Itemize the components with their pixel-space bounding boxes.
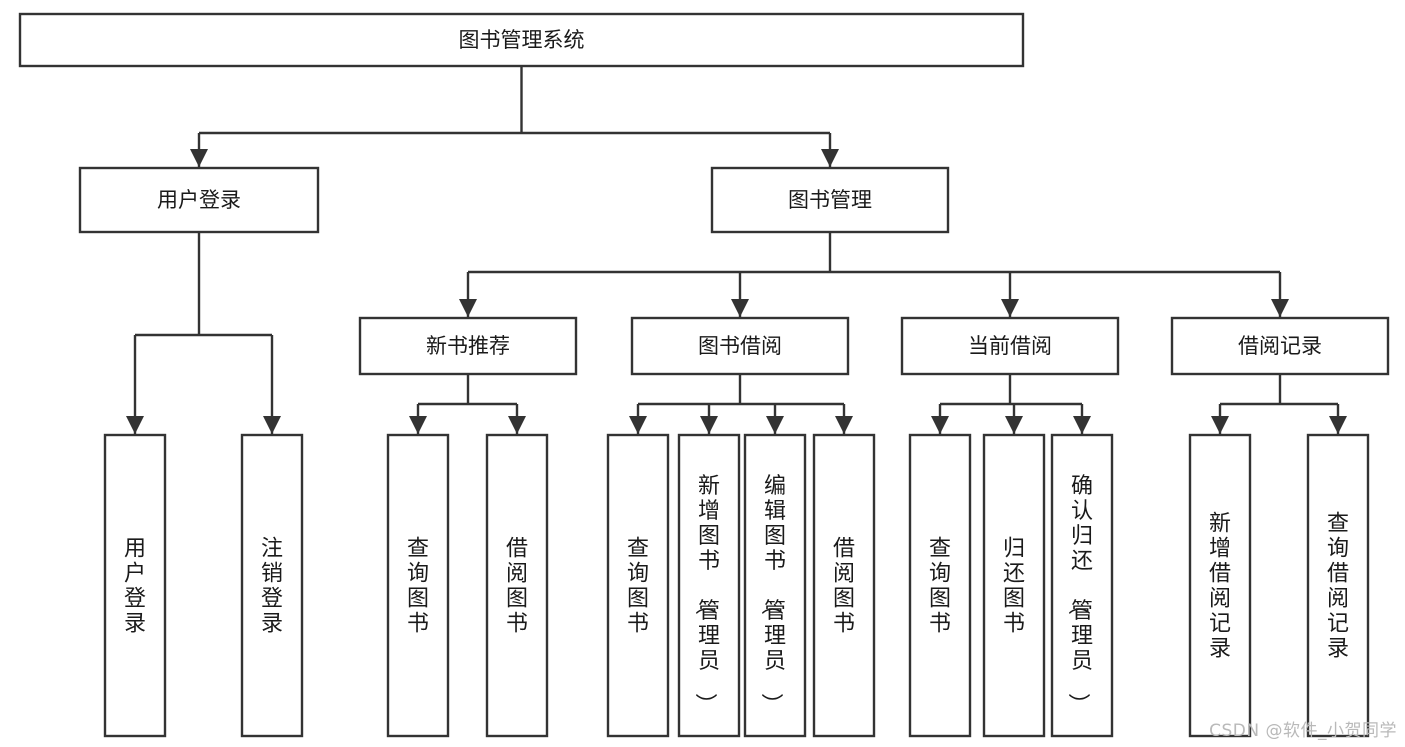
node-borrow-record-label: 借阅记录	[1238, 334, 1322, 358]
new-book-recommend-arrow-1	[508, 416, 526, 434]
node-leaf-query-book-rec-label: 查询图书	[407, 537, 429, 637]
node-user-login-rect	[78, 166, 320, 234]
node-layer: 图书管理系统用户登录图书管理新书推荐图书借阅当前借阅借阅记录用户登录注销登录查询…	[18, 12, 1390, 738]
node-book-manage-rect	[710, 166, 950, 234]
node-new-book-recommend[interactable]: 新书推荐	[358, 316, 578, 376]
node-new-book-recommend-label: 新书推荐	[426, 334, 510, 358]
borrow-record-arrow-1	[1329, 416, 1347, 434]
book-manage-arrow-2	[1001, 299, 1019, 317]
node-leaf-query-book-borrow-rect	[606, 433, 670, 738]
book-borrow-arrow-0	[629, 416, 647, 434]
current-borrow-arrow-2	[1073, 416, 1091, 434]
node-leaf-borrow-book-label: 借阅图书	[833, 537, 855, 637]
node-user-login-label: 用户登录	[157, 188, 241, 212]
node-borrow-record-rect	[1170, 316, 1390, 376]
current-borrow-arrow-1	[1005, 416, 1023, 434]
node-leaf-return-book-label: 归还图书	[1003, 537, 1025, 637]
connector-layer	[126, 66, 1347, 434]
user-login-arrow-0	[126, 416, 144, 434]
node-leaf-borrow-book-rec-rect	[485, 433, 549, 738]
node-leaf-confirm-return-label: 确认归还（管理员）	[1065, 474, 1093, 715]
node-borrow-record[interactable]: 借阅记录	[1170, 316, 1390, 376]
node-leaf-borrow-book[interactable]: 借阅图书	[812, 433, 876, 738]
node-current-borrow-label: 当前借阅	[968, 334, 1052, 358]
book-manage-arrow-3	[1271, 299, 1289, 317]
node-leaf-user-login-rect	[103, 433, 167, 738]
node-leaf-edit-book[interactable]: 编辑图书（管理员）	[743, 433, 807, 738]
book-borrow-arrow-3	[835, 416, 853, 434]
book-manage-arrow-1	[731, 299, 749, 317]
node-leaf-query-book-rec-rect	[386, 433, 450, 738]
node-leaf-add-record[interactable]: 新增借阅记录	[1188, 433, 1252, 738]
node-leaf-query-book-borrow-label: 查询图书	[627, 537, 649, 637]
node-current-borrow[interactable]: 当前借阅	[900, 316, 1120, 376]
root-arrow-0	[190, 149, 208, 167]
node-leaf-user-logout-rect	[240, 433, 304, 738]
borrow-record-arrow-0	[1211, 416, 1229, 434]
node-leaf-add-book[interactable]: 新增图书（管理员）	[677, 433, 741, 738]
node-leaf-query-book-cur-label: 查询图书	[929, 537, 951, 637]
node-leaf-add-record-rect	[1188, 433, 1252, 738]
node-book-borrow[interactable]: 图书借阅	[630, 316, 850, 376]
node-leaf-return-book[interactable]: 归还图书	[982, 433, 1046, 738]
node-leaf-confirm-return[interactable]: 确认归还（管理员）	[1050, 433, 1114, 738]
node-leaf-return-book-rect	[982, 433, 1046, 738]
book-manage-arrow-0	[459, 299, 477, 317]
node-leaf-query-book-cur-rect	[908, 433, 972, 738]
node-leaf-confirm-return-rect	[1050, 433, 1114, 738]
root-arrow-1	[821, 149, 839, 167]
node-root-label: 图书管理系统	[459, 28, 585, 52]
node-book-borrow-label: 图书借阅	[698, 334, 782, 358]
node-leaf-query-book-rec[interactable]: 查询图书	[386, 433, 450, 738]
node-leaf-borrow-book-rect	[812, 433, 876, 738]
book-borrow-arrow-1	[700, 416, 718, 434]
node-leaf-borrow-book-rec-label: 借阅图书	[506, 537, 528, 637]
node-leaf-user-login-label: 用户登录	[124, 537, 146, 637]
node-leaf-query-book-borrow[interactable]: 查询图书	[606, 433, 670, 738]
book-borrow-arrow-2	[766, 416, 784, 434]
node-book-manage-label: 图书管理	[788, 188, 872, 212]
node-leaf-add-book-rect	[677, 433, 741, 738]
node-new-book-recommend-rect	[358, 316, 578, 376]
node-leaf-query-book-cur[interactable]: 查询图书	[908, 433, 972, 738]
node-leaf-borrow-book-rec[interactable]: 借阅图书	[485, 433, 549, 738]
node-book-manage[interactable]: 图书管理	[710, 166, 950, 234]
node-leaf-query-record-label: 查询借阅记录	[1327, 512, 1349, 662]
node-current-borrow-rect	[900, 316, 1120, 376]
node-user-login[interactable]: 用户登录	[78, 166, 320, 234]
node-leaf-user-login[interactable]: 用户登录	[103, 433, 167, 738]
node-leaf-edit-book-label: 编辑图书（管理员）	[758, 474, 786, 715]
node-root[interactable]: 图书管理系统	[18, 12, 1025, 68]
new-book-recommend-arrow-0	[409, 416, 427, 434]
current-borrow-arrow-0	[931, 416, 949, 434]
node-leaf-query-record[interactable]: 查询借阅记录	[1306, 433, 1370, 738]
node-leaf-user-logout[interactable]: 注销登录	[240, 433, 304, 738]
node-leaf-add-record-label: 新增借阅记录	[1209, 512, 1231, 662]
user-login-arrow-1	[263, 416, 281, 434]
node-leaf-edit-book-rect	[743, 433, 807, 738]
node-leaf-user-logout-label: 注销登录	[261, 537, 283, 637]
node-root-rect	[18, 12, 1025, 68]
node-leaf-query-record-rect	[1306, 433, 1370, 738]
node-book-borrow-rect	[630, 316, 850, 376]
node-leaf-add-book-label: 新增图书（管理员）	[692, 474, 720, 715]
